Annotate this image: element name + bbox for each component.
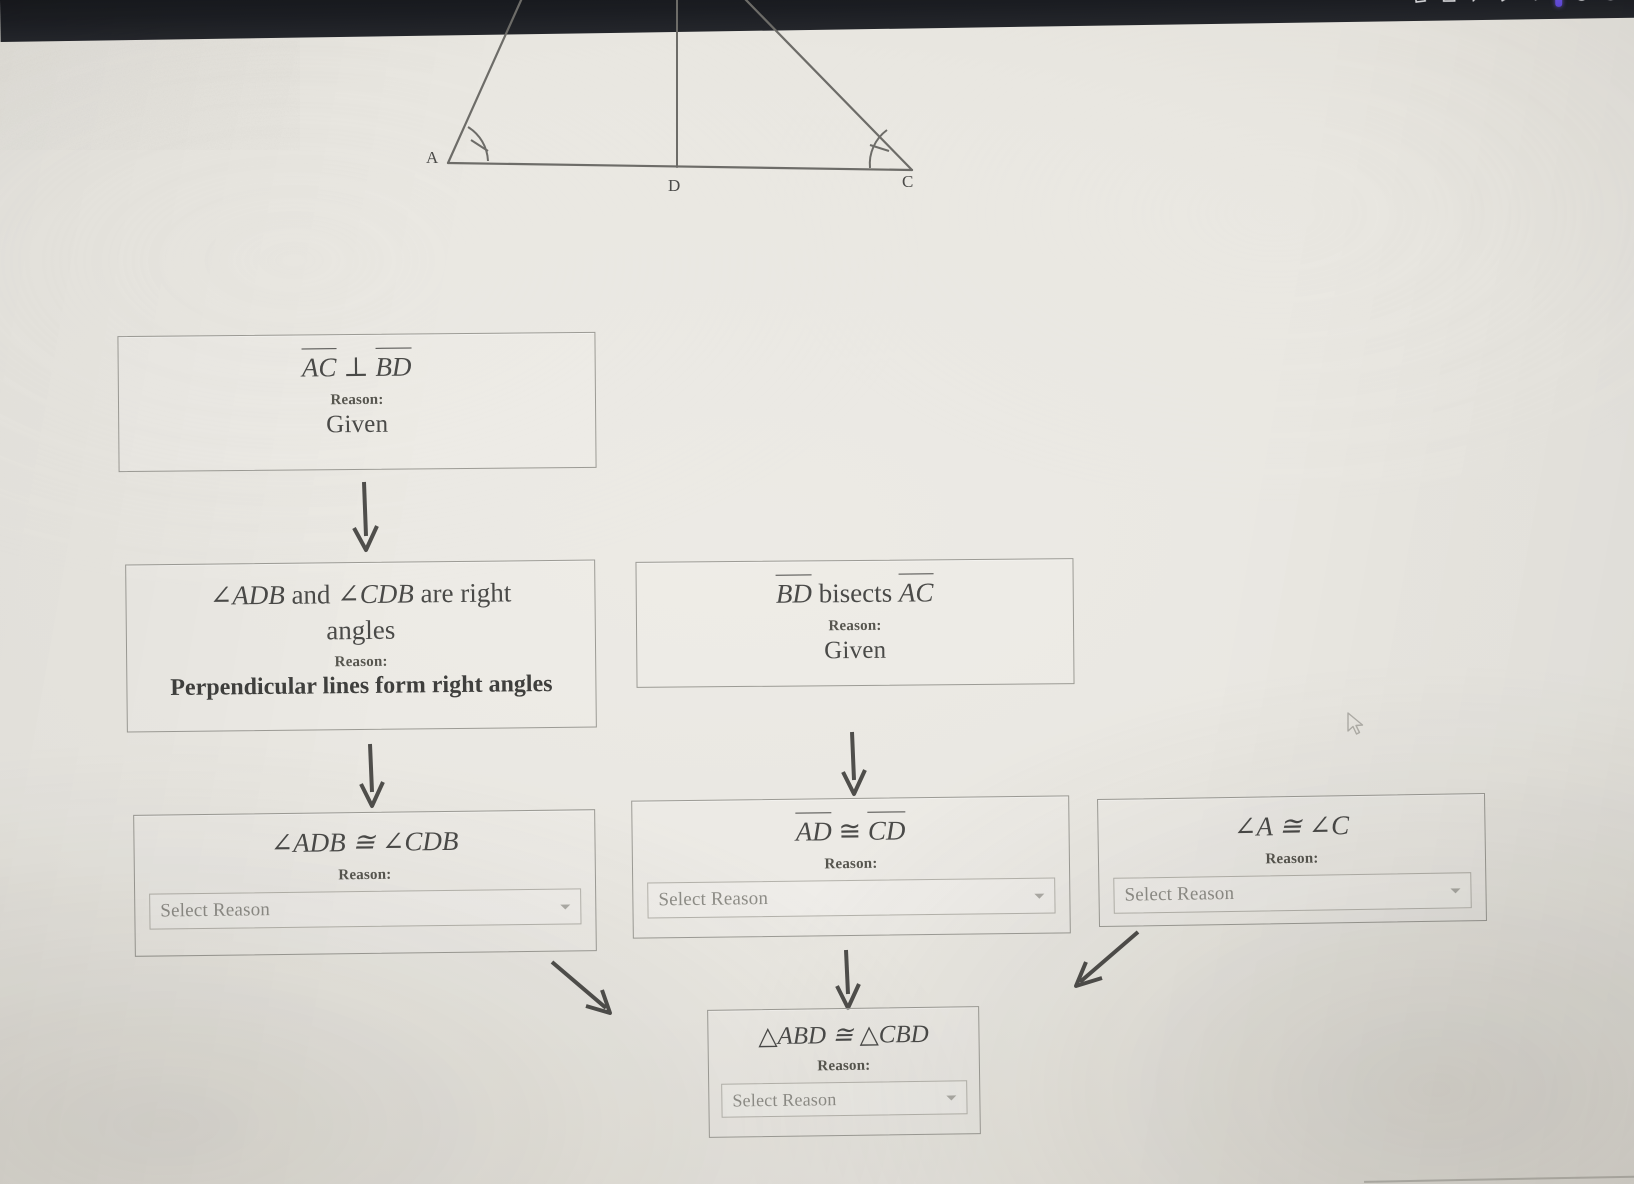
- proof-statement: ∠ADB and ∠CDB are right: [140, 575, 580, 615]
- heart-icon[interactable]: [1526, 0, 1545, 4]
- proof-box-given-perp[interactable]: AC ⊥ BD Reason: Given: [117, 331, 597, 473]
- angle-adb: ∠ADB: [209, 579, 285, 611]
- top-bar-icon-group: [1410, 0, 1620, 9]
- proof-statement: BD bisects AC: [651, 571, 1059, 613]
- mouse-pointer: [1346, 712, 1366, 736]
- congruent-symbol: ≅: [831, 815, 869, 847]
- reason-label: Reason:: [824, 855, 878, 872]
- are-right-text: are right: [413, 577, 512, 609]
- segment-bd: BD: [775, 574, 813, 613]
- reason-label: Reason:: [334, 653, 388, 671]
- send-icon[interactable]: [1497, 0, 1516, 4]
- refresh-icon[interactable]: [1572, 0, 1591, 3]
- arrow-angles-congruent-to-conclusion: [548, 958, 628, 1020]
- proof-statement: AC ⊥ BD: [133, 345, 581, 388]
- screen-bottom-edge: [1364, 1175, 1634, 1183]
- segment-cd: CD: [867, 811, 906, 850]
- device-top-bar: [0, 0, 1634, 42]
- segment-ad: AD: [795, 812, 832, 851]
- segment-ac: AC: [301, 348, 337, 387]
- vertex-label-c: C: [902, 172, 914, 191]
- proof-box-triangles-congruent[interactable]: △ABD ≅ △CBD Reason: Select Reason: [707, 1006, 981, 1138]
- segment-ac: AC: [898, 573, 934, 612]
- proof-statement-line2: angles: [326, 614, 396, 645]
- text-caret: [1554, 0, 1563, 7]
- conjunction-and: and: [284, 579, 338, 610]
- proof-box-base-angles-congruent[interactable]: ∠A ≅ ∠C Reason: Select Reason: [1097, 792, 1487, 928]
- bisects-text: bisects: [811, 577, 900, 609]
- proof-statement: AD ≅ CD: [646, 809, 1054, 853]
- arrow-given-perp-to-right-angles: [344, 480, 388, 560]
- reason-value: Given: [326, 410, 389, 438]
- chevron-down-icon: [946, 1095, 957, 1101]
- vertex-label-a: A: [426, 148, 439, 167]
- select-reason-dropdown-base-angles[interactable]: Select Reason: [1113, 871, 1472, 914]
- chat-bubble-icon[interactable]: [1468, 0, 1487, 5]
- reason-label: Reason:: [828, 617, 882, 634]
- reason-label: Reason:: [338, 866, 392, 883]
- perpendicular-symbol: ⊥: [336, 351, 376, 383]
- reason-label: Reason:: [330, 391, 384, 408]
- dropdown-placeholder: Select Reason: [732, 1088, 837, 1111]
- proof-box-angles-congruent[interactable]: ∠ADB ≅ ∠CDB Reason: Select Reason: [133, 809, 597, 957]
- dropdown-placeholder: Select Reason: [1124, 882, 1235, 906]
- dropdown-placeholder: Select Reason: [160, 898, 271, 922]
- chevron-down-icon: [1034, 893, 1045, 899]
- select-reason-dropdown-triangles-congruent[interactable]: Select Reason: [721, 1080, 968, 1118]
- arrow-base-angles-to-conclusion: [1062, 928, 1144, 994]
- proof-box-right-angles[interactable]: ∠ADB and ∠CDB are right angles Reason: P…: [125, 559, 597, 733]
- proof-statement: ∠A ≅ ∠C: [1233, 810, 1350, 842]
- proof-statement: △ABD ≅ △CBD: [758, 1020, 929, 1051]
- proof-box-given-bisects[interactable]: BD bisects AC Reason: Given: [635, 558, 1075, 688]
- badge-icon[interactable]: [1410, 0, 1429, 6]
- vertex-label-d: D: [668, 176, 681, 195]
- proof-statement: ∠ADB ≅ ∠CDB: [270, 825, 459, 859]
- chevron-down-icon: [1450, 887, 1461, 894]
- share-icon[interactable]: [1601, 0, 1620, 3]
- triangle-proof-figure: A D C: [400, 0, 960, 208]
- select-reason-dropdown-segments-congruent[interactable]: Select Reason: [647, 877, 1056, 919]
- chevron-down-icon: [560, 904, 571, 910]
- proof-box-segments-congruent[interactable]: AD ≅ CD Reason: Select Reason: [631, 795, 1071, 939]
- segment-bd: BD: [375, 347, 412, 386]
- arrow-segments-congruent-to-conclusion: [826, 948, 870, 1014]
- arrow-bisects-to-segments-congruent: [832, 730, 876, 802]
- reason-value: Perpendicular lines form right angles: [170, 671, 553, 702]
- reason-label: Reason:: [1265, 850, 1319, 868]
- select-reason-dropdown-angles-congruent[interactable]: Select Reason: [149, 887, 582, 930]
- arrow-right-angles-to-angles-congruent: [350, 742, 394, 814]
- angle-cdb: ∠CDB: [337, 578, 414, 610]
- screenshot-icon[interactable]: [1439, 0, 1458, 5]
- dropdown-placeholder: Select Reason: [658, 887, 769, 910]
- reason-value: Given: [824, 636, 887, 664]
- reason-label: Reason:: [817, 1057, 871, 1075]
